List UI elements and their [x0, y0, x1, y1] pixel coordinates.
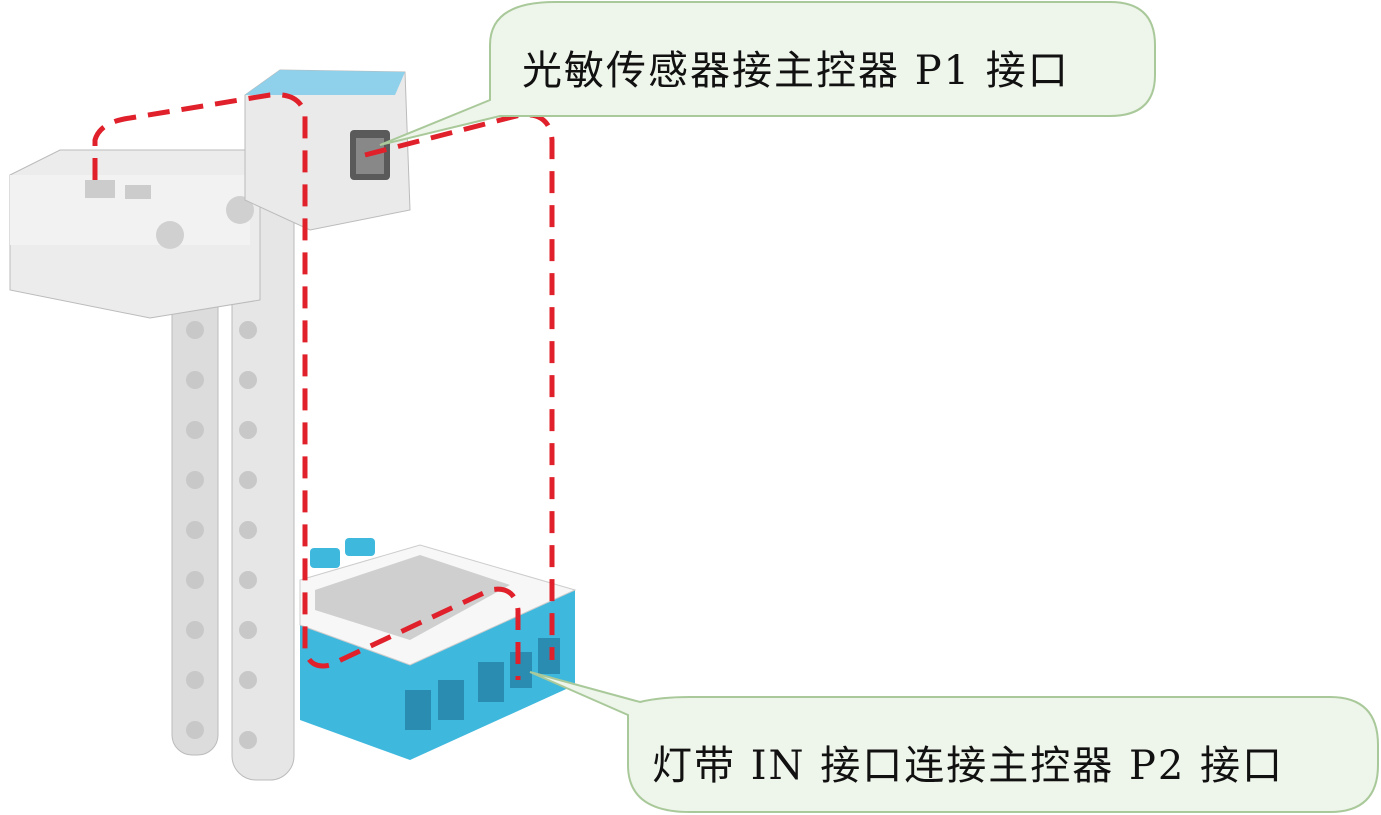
led-strip-module: [9, 149, 261, 319]
light-sensor-module: [244, 69, 411, 231]
callout-top-text: 光敏传感器接主控器 P1 接口: [522, 48, 1070, 94]
callout-top-bubble: [379, 0, 1156, 146]
callout-bottom-bubble: [529, 671, 1379, 813]
main-controller: [299, 538, 577, 760]
led-strip-wire: [92, 92, 521, 680]
vertical-beams: [171, 159, 295, 781]
callout-bottom-text: 灯带 IN 接口连接主控器 P2 接口: [652, 743, 1285, 789]
light-sensor-wire: [364, 112, 555, 660]
connection-wires: [92, 92, 555, 680]
